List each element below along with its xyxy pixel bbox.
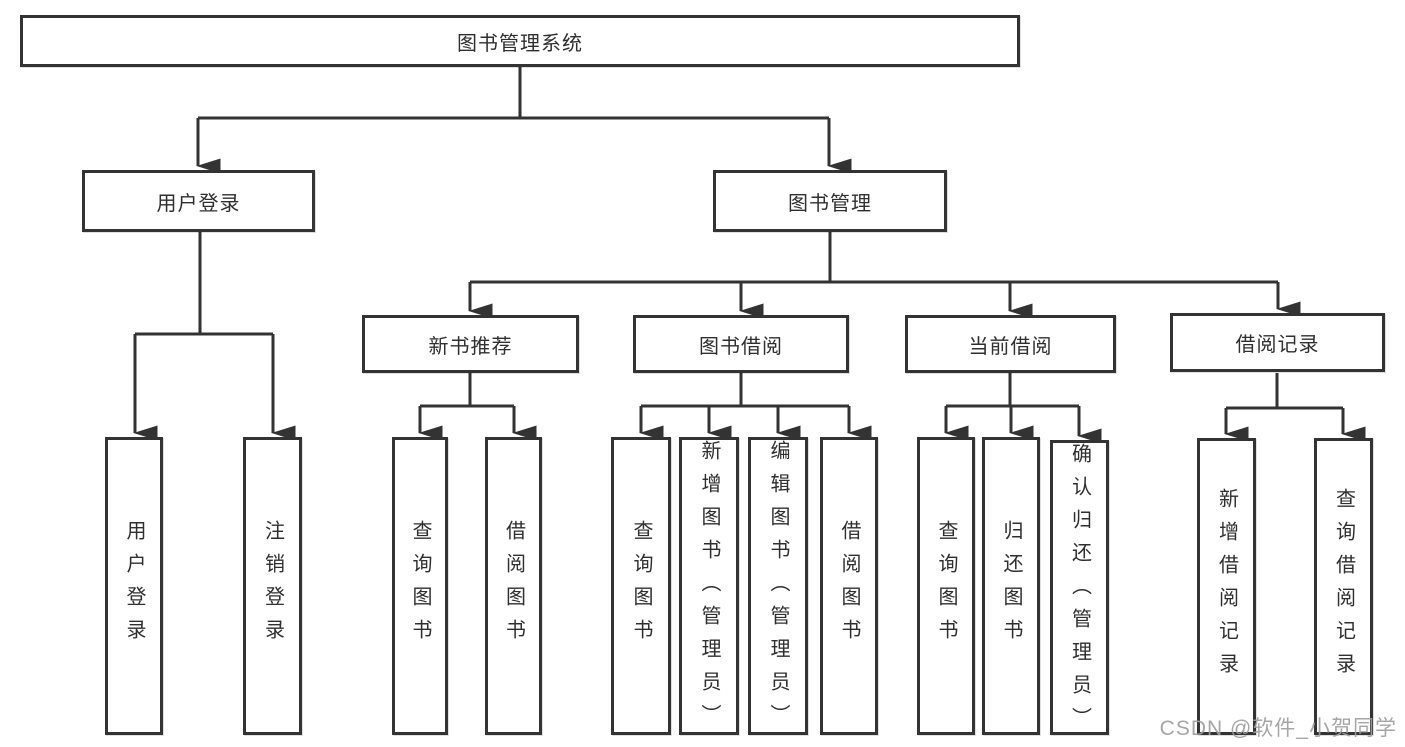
node-label: 编辑图书（管理员） <box>767 440 789 737</box>
node-label: 确认归还（管理员） <box>1068 443 1091 740</box>
node-label: 新增图书（管理员） <box>698 440 720 737</box>
node-label: 借阅图书 <box>838 520 860 652</box>
leaf-query-books-current: 查询图书 <box>917 437 975 735</box>
node-label: 查询借阅记录 <box>1332 487 1355 686</box>
node-label: 当前借阅 <box>968 335 1053 358</box>
node-label: 查询图书 <box>409 520 431 652</box>
node-book-management: 图书管理 <box>713 170 947 232</box>
node-label: 借阅图书 <box>502 520 525 652</box>
leaf-logout: 注销登录 <box>243 437 302 735</box>
node-label: 图书管理 <box>788 192 872 215</box>
csdn-watermark: CSDN @软件_小贺同学 <box>1159 717 1397 740</box>
node-user-login: 用户登录 <box>82 170 315 232</box>
node-book-borrow: 图书借阅 <box>633 315 849 373</box>
node-label: 图书借阅 <box>699 335 783 358</box>
leaf-query-borrow-record: 查询借阅记录 <box>1314 438 1373 735</box>
node-label: 新书推荐 <box>428 335 513 358</box>
leaf-edit-book-admin: 编辑图书（管理员） <box>748 437 808 737</box>
node-label: 查询图书 <box>935 520 957 652</box>
node-root-book-management-system: 图书管理系统 <box>20 15 1020 67</box>
node-label: 注销登录 <box>261 520 284 652</box>
leaf-return-book: 归还图书 <box>982 437 1040 735</box>
node-label: 图书管理系统 <box>457 32 583 55</box>
node-label: 查询图书 <box>630 520 652 652</box>
leaf-add-book-admin: 新增图书（管理员） <box>679 437 739 737</box>
node-new-book-recommend: 新书推荐 <box>362 315 579 373</box>
leaf-query-books-recommend: 查询图书 <box>392 437 448 735</box>
leaf-query-books-borrow: 查询图书 <box>611 437 671 735</box>
node-label: 借阅记录 <box>1235 334 1320 356</box>
leaf-add-borrow-record: 新增借阅记录 <box>1197 438 1256 735</box>
leaf-borrow-book: 借阅图书 <box>820 437 878 735</box>
leaf-borrow-books-recommend: 借阅图书 <box>485 437 542 735</box>
node-label: 用户登录 <box>156 192 241 215</box>
node-borrow-records: 借阅记录 <box>1170 313 1385 372</box>
node-current-borrow: 当前借阅 <box>905 315 1116 373</box>
leaf-confirm-return-admin: 确认归还（管理员） <box>1050 440 1109 740</box>
node-label: 归还图书 <box>1000 520 1022 652</box>
leaf-user-login: 用户登录 <box>105 437 163 735</box>
node-label: 新增借阅记录 <box>1215 487 1238 686</box>
node-label: 用户登录 <box>123 520 145 652</box>
